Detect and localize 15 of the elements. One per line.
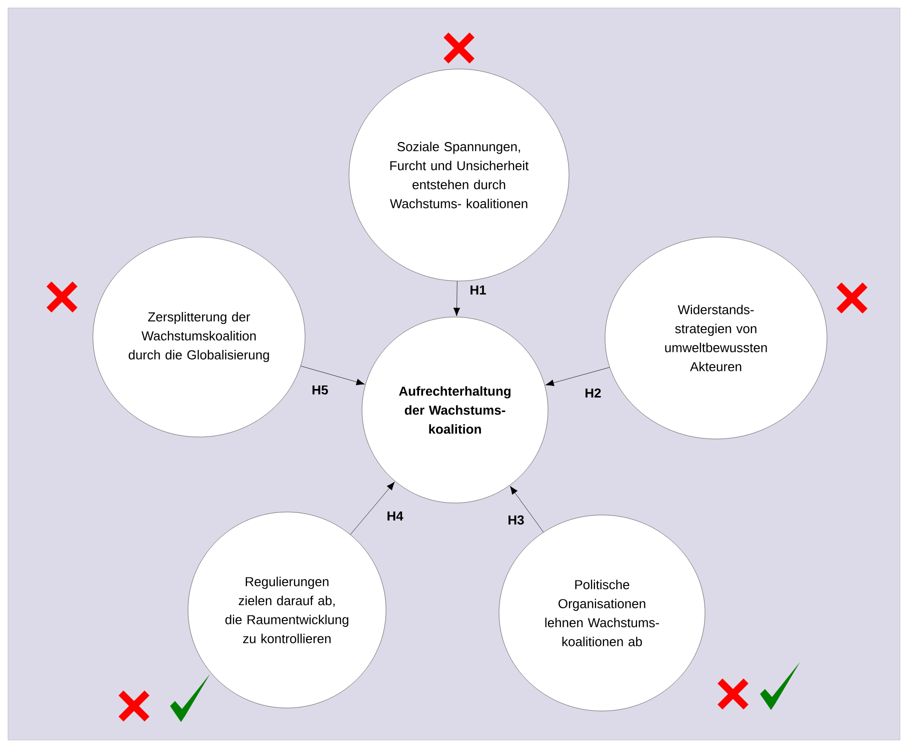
arrow (300, 366, 365, 386)
circle-node: Widerstands- strategien von umweltbewussten Akteuren (604, 236, 828, 440)
circle-node: Soziale Spannungen, Furcht und Unsicherheit entstehen durch Wachstums- koalitionen (348, 68, 570, 282)
edge-label: H3 (506, 514, 526, 526)
circle-node: Regulierungen zielen darauf ab, die Raumentwicklung zu kontrollieren (188, 512, 386, 708)
edge-label: H2 (584, 387, 602, 399)
edge-label: H4 (386, 510, 404, 522)
circle-node: Aufrechterhaltung der Wachstums- koalition (362, 316, 548, 504)
arrow (350, 482, 395, 535)
arrow (510, 486, 544, 532)
circle-node: Zersplitterung der Wachstumskoalition durch die Globalisierung (92, 236, 306, 438)
edge-label: H5 (310, 384, 330, 396)
arrow (545, 367, 610, 386)
arrow (453, 280, 460, 316)
edge-label: H1 (468, 284, 488, 296)
